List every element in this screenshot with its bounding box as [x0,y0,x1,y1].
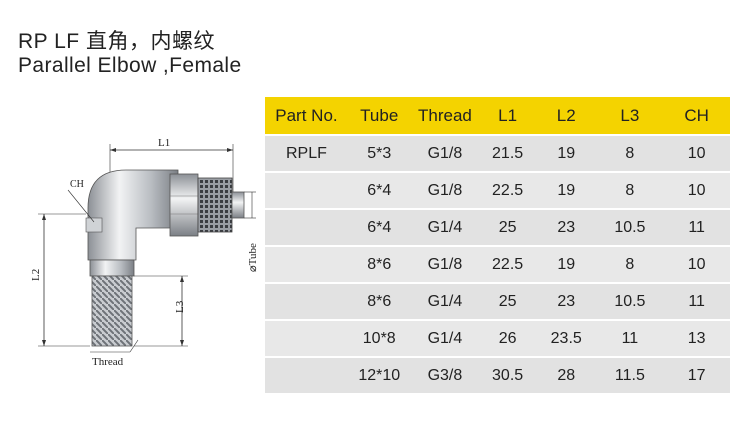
header-tube: Tube [347,97,411,134]
cell-ch: 10 [663,171,730,208]
header-l2: L2 [535,97,597,134]
header-l1: L1 [479,97,536,134]
header-thread: Thread [410,97,480,134]
cell-part-no: RPLF [265,134,348,171]
cell-ch: 10 [663,134,730,171]
cell-tube: 12*10 [347,356,411,393]
cell-thread: G1/8 [410,134,480,171]
cell-l3: 8 [596,171,664,208]
cell-thread: G1/4 [410,319,480,356]
table-row: 8*6 G1/8 22.5 19 8 10 [265,245,730,282]
cell-ch: 13 [663,319,730,356]
cell-tube: 10*8 [347,319,411,356]
label-l3: L3 [174,300,186,313]
cell-ch: 10 [663,245,730,282]
cell-ch: 11 [663,208,730,245]
header-l3: L3 [596,97,664,134]
cell-l3: 11 [596,319,664,356]
cell-l3: 11.5 [596,356,664,393]
label-tube: ⌀Tube [247,243,258,272]
cell-tube: 5*3 [347,134,411,171]
cell-l1: 22.5 [479,171,536,208]
cell-part-no [265,245,348,282]
table-row: 10*8 G1/4 26 23.5 11 13 [265,319,730,356]
cell-l3: 10.5 [596,282,664,319]
cell-part-no [265,171,348,208]
dimension-l2: L2 [30,213,90,347]
table-header-row: Part No. Tube Thread L1 L2 L3 CH [265,97,730,134]
cell-part-no [265,319,348,356]
dimension-tube: ⌀Tube [244,191,258,272]
hex-nut [169,173,245,237]
cell-part-no [265,282,348,319]
label-thread: Thread [92,356,124,368]
cell-thread: G3/8 [410,356,480,393]
spec-table: Part No. Tube Thread L1 L2 L3 CH RPLF 5*… [265,97,730,393]
cell-tube: 8*6 [347,245,411,282]
label-ch: CH [70,179,84,190]
table-row: 6*4 G1/8 22.5 19 8 10 [265,171,730,208]
dimension-ch: CH [67,179,95,223]
header-ch: CH [663,97,730,134]
cell-l2: 23.5 [535,319,597,356]
cell-l2: 23 [535,282,597,319]
cell-l1: 25 [479,282,536,319]
cell-l2: 19 [535,134,597,171]
cell-l1: 21.5 [479,134,536,171]
cell-thread: G1/8 [410,245,480,282]
label-l1: L1 [158,137,170,149]
dimension-thread: Thread [90,339,139,368]
header-part-no: Part No. [265,97,348,134]
cell-part-no [265,356,348,393]
cell-part-no [265,208,348,245]
cell-l3: 10.5 [596,208,664,245]
cell-l2: 19 [535,171,597,208]
cell-l3: 8 [596,245,664,282]
cell-thread: G1/8 [410,171,480,208]
cell-l3: 8 [596,134,664,171]
cell-l2: 28 [535,356,597,393]
cell-l2: 19 [535,245,597,282]
table-row: 6*4 G1/4 25 23 10.5 11 [265,208,730,245]
table-row: 12*10 G3/8 30.5 28 11.5 17 [265,356,730,393]
cell-l1: 30.5 [479,356,536,393]
cell-l1: 26 [479,319,536,356]
title-english: Parallel Elbow ,Female [18,54,242,77]
dimension-l3: L3 [134,275,188,347]
cell-ch: 11 [663,282,730,319]
cell-tube: 8*6 [347,282,411,319]
fitting-drawing: L1 CH L2 L3 ⌀Tube [30,137,258,368]
dimension-l1: L1 [109,137,234,220]
cell-l1: 22.5 [479,245,536,282]
cell-tube: 6*4 [347,208,411,245]
product-title: RP LF 直角，内螺纹 Parallel Elbow ,Female [18,30,242,78]
elbow-body [85,169,179,347]
cell-ch: 17 [663,356,730,393]
cell-tube: 6*4 [347,171,411,208]
title-chinese: RP LF 直角，内螺纹 [18,30,215,53]
table-row: 8*6 G1/4 25 23 10.5 11 [265,282,730,319]
cell-l2: 23 [535,208,597,245]
table-row: RPLF 5*3 G1/8 21.5 19 8 10 [265,134,730,171]
cell-thread: G1/4 [410,208,480,245]
cell-l1: 25 [479,208,536,245]
label-l2: L2 [30,269,42,281]
cell-thread: G1/4 [410,282,480,319]
